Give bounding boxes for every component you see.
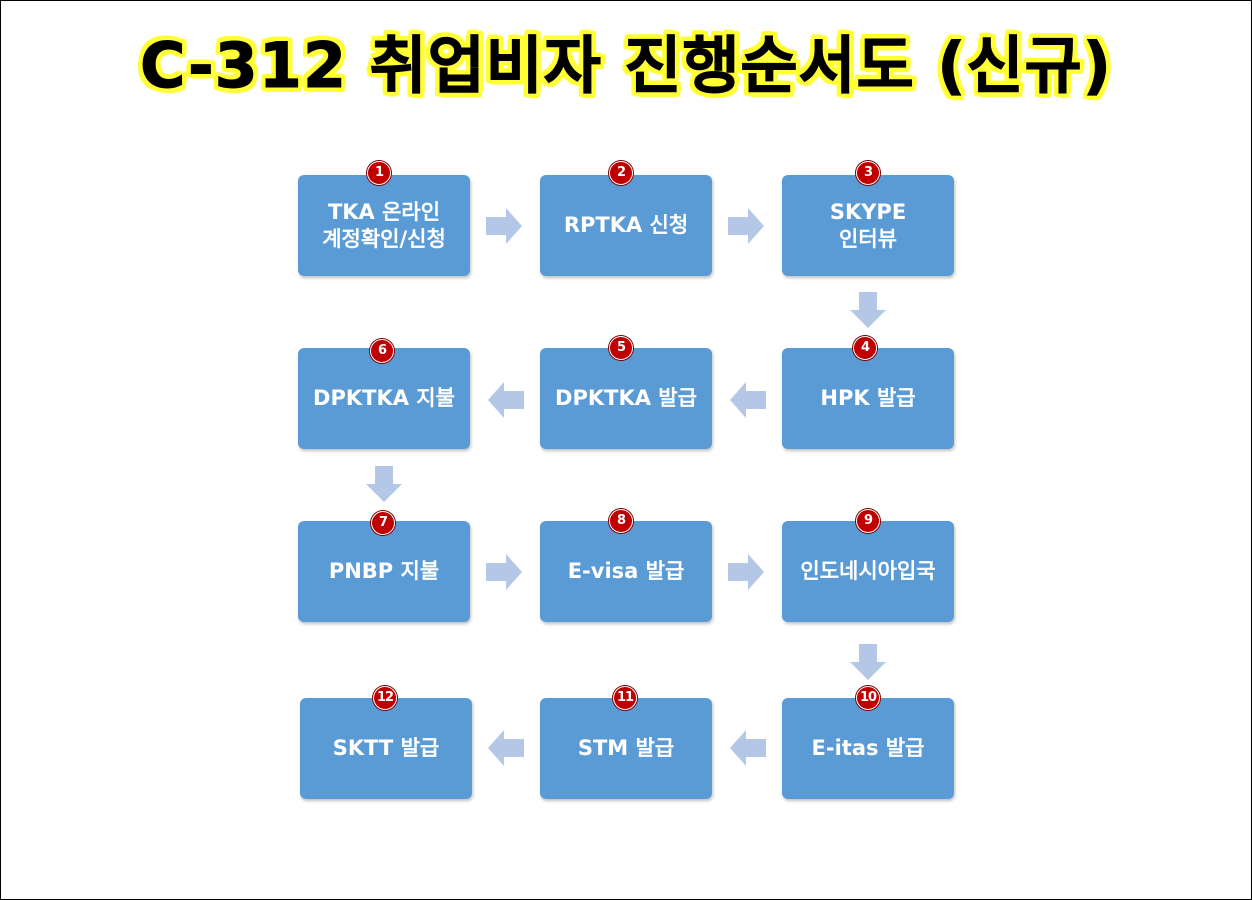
arrow-left-10-to-11 [730, 730, 766, 766]
step-box-8: E-visa 발급 [540, 521, 712, 622]
step-label-2: RPTKA 신청 [563, 213, 689, 237]
step-number-badge-1: 1 [367, 161, 391, 185]
step-label-12: SKTT 발급 [332, 736, 440, 760]
step-box-4: HPK 발급 [782, 348, 954, 449]
step-label-3: SKYPE 인터뷰 [829, 199, 907, 251]
step-label-11: STM 발급 [577, 736, 675, 760]
step-box-2: RPTKA 신청 [540, 175, 712, 276]
arrow-right-8-to-9 [728, 554, 764, 590]
step-label-4: HPK 발급 [820, 386, 916, 410]
step-label-7: PNBP 지불 [328, 559, 440, 583]
arrow-right-2-to-3 [728, 208, 764, 244]
step-label-10: E-itas 발급 [811, 736, 925, 760]
step-number-badge-4: 4 [853, 336, 877, 360]
step-box-12: SKTT 발급 [300, 698, 472, 799]
step-number-badge-7: 7 [371, 511, 395, 535]
step-box-9: 인도네시아입국 [782, 521, 954, 622]
step-box-1: TKA 온라인 계정확인/신청 [298, 175, 470, 276]
step-box-5: DPKTKA 발급 [540, 348, 712, 449]
step-number-badge-9: 9 [856, 509, 880, 533]
step-label-9: 인도네시아입국 [800, 559, 936, 583]
arrow-right-7-to-8 [486, 554, 522, 590]
step-label-6: DPKTKA 지불 [313, 386, 455, 410]
step-number-badge-2: 2 [609, 161, 633, 185]
step-box-10: E-itas 발급 [782, 698, 954, 799]
step-label-5: DPKTKA 발급 [555, 386, 697, 410]
step-number-badge-10: 10 [856, 686, 880, 710]
arrow-down-3-to-4 [850, 292, 886, 328]
diagram-title: C-312 취업비자 진행순서도 (신규) [140, 29, 1112, 103]
step-number-badge-8: 8 [609, 509, 633, 533]
step-label-1: TKA 온라인 계정확인/신청 [322, 199, 446, 251]
arrow-left-5-to-6 [488, 382, 524, 418]
arrow-down-9-to-10 [850, 644, 886, 680]
step-number-badge-5: 5 [609, 336, 633, 360]
arrow-down-6-to-7 [366, 466, 402, 502]
step-number-badge-12: 12 [373, 686, 397, 710]
step-box-7: PNBP 지불 [298, 521, 470, 622]
step-label-8: E-visa 발급 [567, 559, 685, 583]
arrow-left-4-to-5 [730, 382, 766, 418]
arrow-left-11-to-12 [488, 730, 524, 766]
arrow-right-1-to-2 [486, 208, 522, 244]
step-number-badge-11: 11 [613, 686, 637, 710]
step-number-badge-3: 3 [856, 161, 880, 185]
step-box-3: SKYPE 인터뷰 [782, 175, 954, 276]
step-box-11: STM 발급 [540, 698, 712, 799]
step-number-badge-6: 6 [370, 339, 394, 363]
step-box-6: DPKTKA 지불 [298, 348, 470, 449]
